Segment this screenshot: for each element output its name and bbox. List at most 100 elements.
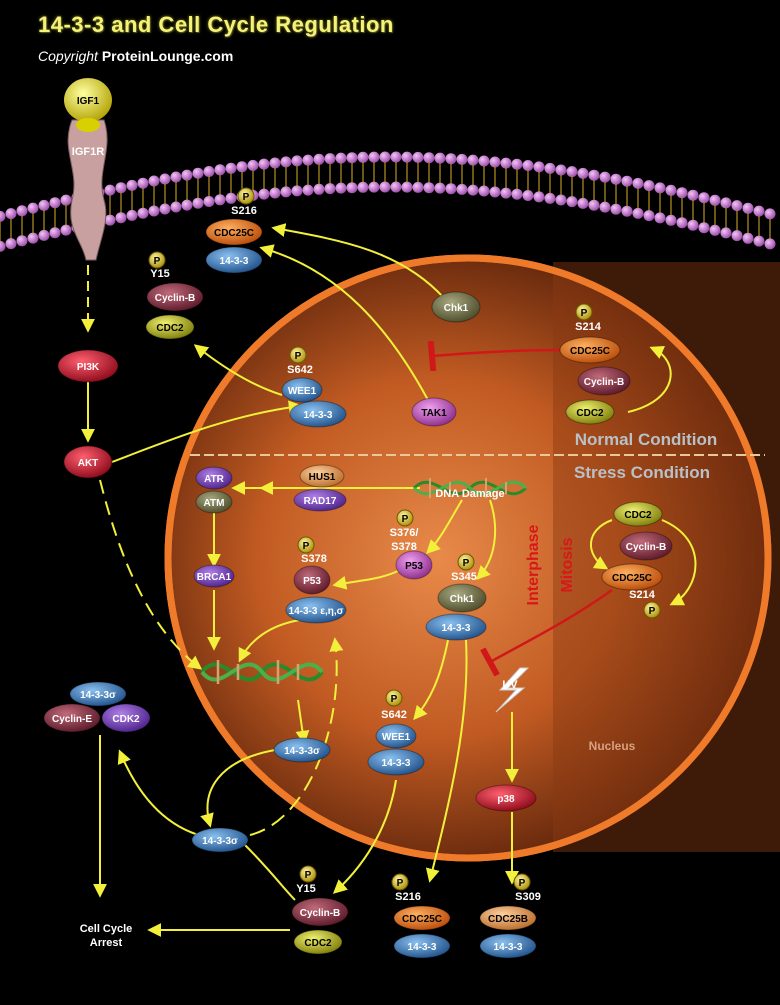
cdc2-normal: CDC2 — [565, 399, 615, 425]
p-wee1-top-label: P — [295, 351, 302, 362]
p-cdc25b-label: P — [519, 878, 526, 889]
1433sigma-2-label: 14-3-3σ — [202, 836, 238, 847]
akt-node: AKT — [63, 445, 113, 479]
pi3k-node: PI3K — [57, 349, 119, 383]
uv-lightning-icon — [495, 667, 530, 713]
cycline-shape — [43, 703, 101, 733]
akt-node-label: AKT — [78, 458, 99, 469]
wee1-top-shape — [281, 377, 323, 403]
1433sigma-cdk-shape — [69, 681, 127, 707]
p-p53-left-circle — [297, 536, 315, 554]
p-wee1-top-circle — [289, 346, 307, 364]
1433-top-shape — [205, 246, 263, 274]
dna-helix-middle — [200, 660, 324, 684]
brca1-label: BRCA1 — [197, 572, 232, 583]
p-y15-top-circle — [148, 251, 166, 269]
dna-damage-label: DNA Damage — [435, 488, 504, 500]
arrow-sigma-cdk2 — [117, 749, 211, 839]
brca1-shape — [193, 564, 235, 588]
cyclinb-mitosis-label: Cyclin-B — [626, 542, 667, 553]
p-cdc25c-bottom-label: P — [397, 878, 404, 889]
tak1-shape — [411, 397, 457, 427]
arrow-sigma-1433eps — [249, 637, 344, 836]
igf1-label: IGF1 — [77, 96, 100, 107]
cyclinb-top: Cyclin-B — [146, 282, 204, 312]
hus1-shape — [299, 464, 345, 488]
cyclinb-mitosis: Cyclin-B — [619, 531, 673, 561]
arrow-cdc2-p — [661, 519, 697, 606]
cdc2-mitosis: CDC2 — [613, 501, 663, 527]
1433sigma-2-shape — [191, 827, 249, 853]
cdc25c-mitosis-label: CDC25C — [612, 573, 652, 584]
cyclinb-bottom: Cyclin-B — [291, 897, 349, 927]
arrow-tak1-cdc25c — [259, 244, 429, 401]
p53-left-label: P53 — [303, 576, 321, 587]
1433sigma-cdk-label: 14-3-3σ — [80, 690, 116, 701]
1433-bottom-2: 14-3-3 — [479, 933, 537, 959]
cdc2-top-shape — [145, 314, 195, 340]
1433eps: 14-3-3 ε,η,σ — [285, 596, 347, 624]
cdc2-normal-label: CDC2 — [576, 408, 604, 419]
atm-shape — [195, 490, 233, 514]
wee1-top-label: WEE1 — [288, 386, 317, 397]
p-wee1-stress-circle — [385, 689, 403, 707]
1433eps-label: 14-3-3 ε,η,σ — [289, 606, 344, 617]
arrest-line2: Arrest — [90, 937, 123, 949]
p-mitosis-label: P — [649, 606, 656, 617]
p-y15-top: P — [148, 251, 166, 269]
p-cdc25c-top-label: P — [243, 192, 250, 203]
cdk2: CDK2 — [101, 703, 151, 733]
s309-label: S309 — [515, 891, 541, 903]
chk1-top: Chk1 — [431, 291, 481, 323]
copyright: Copyright ProteinLounge.com — [38, 48, 233, 64]
1433-wee1-stress-shape — [367, 748, 425, 776]
cdc25c-normal-shape — [559, 336, 621, 364]
chk1-stress: Chk1 — [437, 583, 487, 613]
cdc25c-bottom-shape — [393, 905, 451, 931]
p-chk1-stress: P — [457, 553, 475, 571]
1433-bottom-1: 14-3-3 — [393, 933, 451, 959]
p53-right-label: P53 — [405, 561, 423, 572]
cdk2-label: CDK2 — [112, 714, 140, 725]
cdc2-bottom: CDC2 — [293, 929, 343, 955]
arrow-akt-wee1 — [111, 400, 303, 463]
p-p53-right: P — [396, 509, 414, 527]
p-cdc25c-top: P — [237, 187, 255, 205]
atm-label: ATM — [204, 498, 225, 509]
s378-left: S378 — [301, 553, 327, 565]
normal-condition: Normal Condition — [575, 430, 718, 449]
arrow-1433-wee1 — [413, 639, 449, 721]
cyclinb-normal-shape — [577, 366, 631, 396]
chk1-stress-shape — [437, 583, 487, 613]
arrow-wee1-cdc2 — [193, 344, 283, 396]
p-cdc25c-bottom-circle — [391, 873, 409, 891]
arrow-p53-p53 — [332, 569, 401, 590]
tak1: TAK1 — [411, 397, 457, 427]
chk1-stress-label: Chk1 — [450, 594, 475, 605]
s642-stress: S642 — [381, 709, 407, 721]
pi3k-node-label: PI3K — [77, 362, 100, 373]
wee1-top: WEE1 — [281, 377, 323, 403]
cyclinb-bottom-label: Cyclin-B — [300, 908, 341, 919]
rad17: RAD17 — [293, 488, 347, 512]
stress-condition: Stress Condition — [574, 463, 710, 482]
cdc25b-shape — [479, 905, 537, 931]
p-p53-right-label: P — [402, 514, 409, 525]
p-cdc25c-bottom: P — [391, 873, 409, 891]
1433sigma-1: 14-3-3σ — [273, 737, 331, 763]
arrow-cdc2-cdc25c-normal — [627, 345, 672, 413]
y15-top: Y15 — [150, 268, 170, 280]
1433-chk1-shape — [425, 613, 487, 641]
rad17-label: RAD17 — [304, 496, 337, 507]
interphase-label: Interphase — [525, 524, 542, 605]
arrow-1433-cyclinb — [332, 779, 397, 894]
p-wee1-stress: P — [385, 689, 403, 707]
cdc25c-mitosis: CDC25C — [601, 563, 663, 591]
page-title: 14-3-3 and Cell Cycle Regulation — [38, 12, 394, 37]
p-cdc25c-normal-label: P — [581, 308, 588, 319]
p-cdc25c-normal-circle — [575, 303, 593, 321]
cdk2-shape — [101, 703, 151, 733]
s642-top: S642 — [287, 364, 313, 376]
